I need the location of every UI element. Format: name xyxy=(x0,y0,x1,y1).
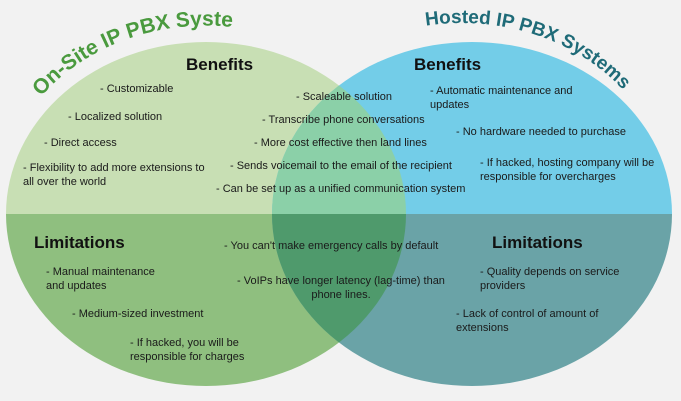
overlap-top xyxy=(272,42,406,214)
left-benefit-item: - Flexibility to add more extensions to … xyxy=(23,162,205,188)
left-benefit-item: - Customizable xyxy=(100,83,174,95)
left-limitations-heading: Limitations xyxy=(34,233,125,252)
right-benefits-heading: Benefits xyxy=(414,55,482,74)
right-benefit-item: - Automatic maintenance and updates xyxy=(430,85,573,111)
right-benefit-item: - No hardware needed to purchase xyxy=(456,126,626,138)
right-limitation-item: - Quality depends on service providers xyxy=(480,266,620,292)
right-benefit-item: - If hacked, hosting company will be res… xyxy=(480,157,655,183)
shared-benefit-item: - Scaleable solution xyxy=(296,91,393,103)
shared-benefit-item: - Transcribe phone conversations xyxy=(262,114,425,126)
shared-limitation-item: - You can't make emergency calls by defa… xyxy=(224,240,439,252)
overlap-bottom xyxy=(272,214,406,386)
left-limitation-item: - Medium-sized investment xyxy=(72,308,204,320)
shared-benefit-item: - Can be set up as a unified communicati… xyxy=(216,183,466,195)
left-benefits-heading: Benefits xyxy=(186,55,254,74)
shared-limitation-item: - VoIPs have longer latency (lag-time) t… xyxy=(237,275,445,301)
left-limitation-item: - If hacked, you will be responsible for… xyxy=(130,337,245,363)
left-limitation-item: - Manual maintenance and updates xyxy=(46,266,155,292)
right-limitation-item: - Lack of control of amount of extension… xyxy=(456,308,599,334)
left-benefit-item: - Localized solution xyxy=(68,111,163,123)
left-benefit-item: - Direct access xyxy=(44,137,117,149)
shared-benefit-item: - More cost effective then land lines xyxy=(254,137,427,149)
shared-benefit-item: - Sends voicemail to the email of the re… xyxy=(230,160,452,172)
right-limitations-heading: Limitations xyxy=(492,233,583,252)
